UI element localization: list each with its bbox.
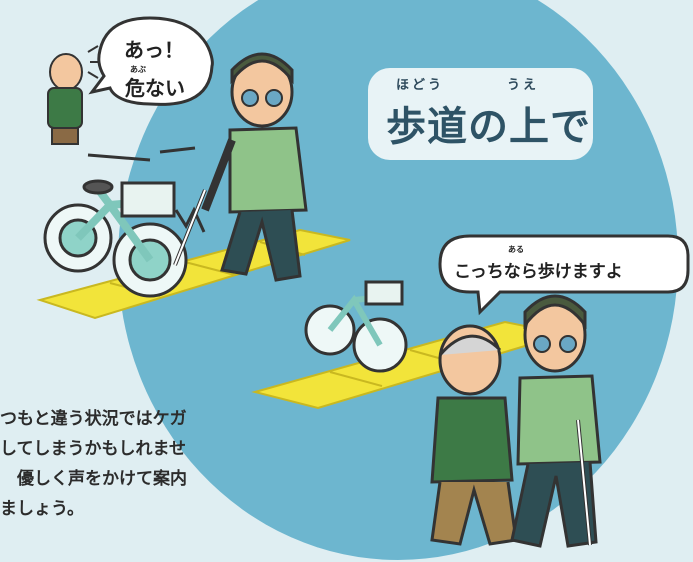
body-text-line-1: つもと違う状況ではケガ (0, 409, 187, 429)
bicycle-parked (304, 280, 408, 373)
bubble-warning-ruby: あぶ (130, 65, 146, 74)
helper-and-walker (430, 294, 602, 548)
bubble-warning-danger: 危ない (125, 76, 185, 100)
title-ruby-ue: うえ (507, 78, 540, 93)
bubble-guide-text: こっちなら歩けますよ (454, 262, 623, 282)
page-title: 歩道の上で (386, 104, 591, 150)
bystander-elderly-man (47, 45, 102, 145)
body-text-line-2: してしまうかもしれませ (0, 439, 186, 459)
body-text-line-4: ましょう。 (0, 499, 84, 519)
bicycle-blocking (43, 146, 196, 298)
bubble-warning-exclaim: あっ！ (124, 38, 184, 62)
title-panel (368, 68, 593, 160)
body-text-line-3: 優しく声をかけて案内 (0, 469, 187, 489)
bubble-guide-ruby: ある (508, 245, 524, 254)
speech-bubble-guide (438, 234, 690, 316)
speech-bubble-warning (88, 16, 214, 106)
cane-collision-mark (174, 206, 206, 233)
title-ruby-hodou: ほどう (396, 78, 445, 93)
visually-impaired-person-walking (173, 52, 308, 282)
